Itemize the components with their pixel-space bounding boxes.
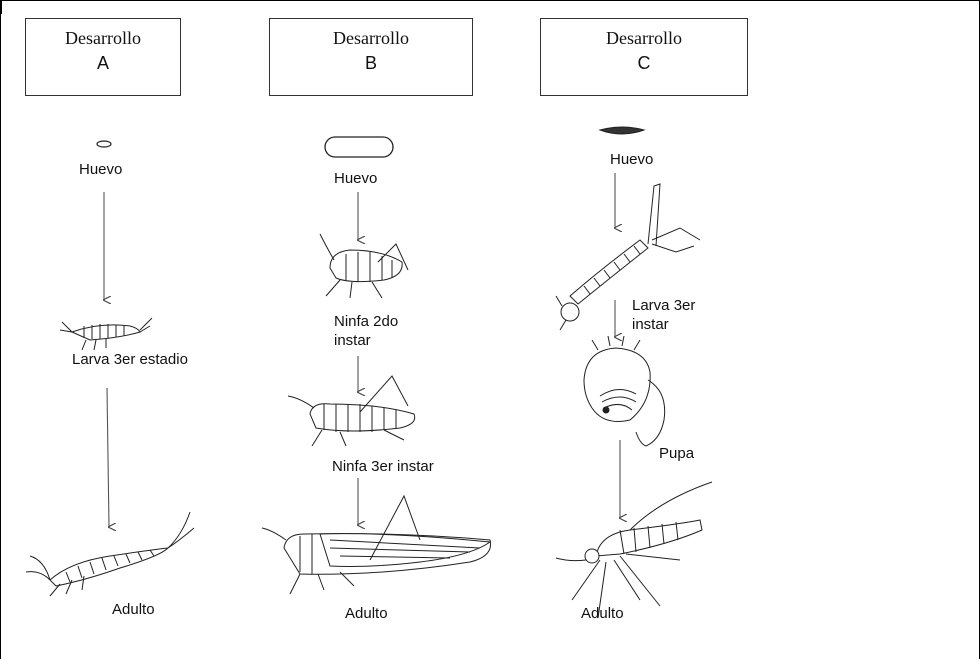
- egg-icon: [600, 127, 644, 134]
- grasshopper-adult-icon: [262, 496, 491, 594]
- stage-label-c-adulto: Adulto: [581, 604, 624, 623]
- stage-label-b-ninfa-3er: Ninfa 3er instar: [332, 457, 434, 476]
- stage-label-b-adulto: Adulto: [345, 604, 388, 623]
- stage-label-a-larva: Larva 3er estadio: [72, 350, 188, 369]
- egg-icon: [325, 137, 393, 157]
- stage-label-b-ninfa-2do: Ninfa 2do instar: [334, 312, 398, 350]
- stage-label-a-adulto: Adulto: [112, 600, 155, 619]
- mosquito-adult-icon: [556, 482, 712, 618]
- stage-label-c-larva: Larva 3er instar: [632, 296, 695, 334]
- stage-label-b-huevo: Huevo: [334, 169, 377, 188]
- egg-icon: [97, 141, 111, 147]
- grasshopper-nymph-icon: [320, 234, 408, 298]
- stage-label-c-pupa: Pupa: [659, 444, 694, 463]
- grasshopper-nymph-icon: [288, 376, 415, 446]
- mosquito-pupa-icon: [584, 336, 665, 446]
- larva-icon: [60, 318, 152, 350]
- arrow-a-2: [107, 388, 109, 527]
- silverfish-adult-icon: [26, 512, 194, 596]
- stage-label-a-huevo: Huevo: [79, 160, 122, 179]
- stage-label-c-huevo: Huevo: [610, 150, 653, 169]
